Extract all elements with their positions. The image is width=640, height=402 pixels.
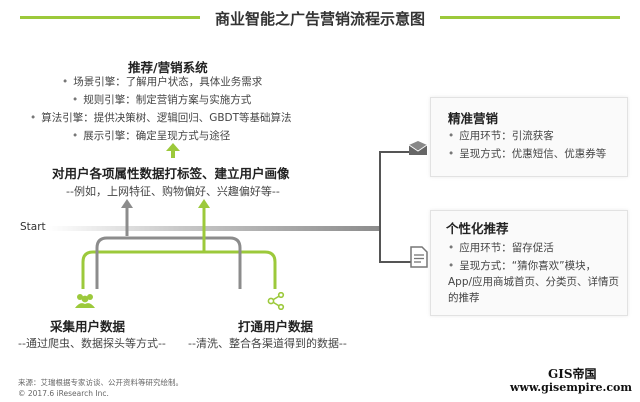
- recommend-item-3: 算法引擎：提供决策树、逻辑回归、GBDT等基础算法: [30, 110, 291, 125]
- collect-subtitle: --通过爬虫、数据探头等方式--: [18, 337, 166, 350]
- recommend-item-4: 展示引擎：确定呈现方式与途径: [72, 128, 230, 143]
- personal-item-2: •呈现方式：“猜你喜欢”模块，App/应用商城首页、分类页、详情页的推荐: [448, 260, 620, 304]
- recommend-system-title: 推荐/营销系统: [128, 60, 208, 75]
- green-loop: [81, 250, 277, 289]
- precise-item-2: •呈现方式：优惠短信、优惠券等: [448, 148, 607, 160]
- footer-source: 来源：艾瑞根据专家访谈、公开资料等研究绘制。: [18, 378, 183, 387]
- tag-link-left-arrow: [121, 199, 133, 208]
- personal-title: 个性化推荐: [446, 221, 509, 236]
- connect-subtitle: --清洗、整合各渠道得到的数据--: [188, 337, 347, 350]
- watermark-logo: GIS帝国: [548, 367, 597, 381]
- envelope-icon: [408, 141, 428, 156]
- precise-title: 精准营销: [448, 111, 499, 126]
- personal-item-1: •应用环节：留存促活: [448, 242, 554, 254]
- gray-loop: [95, 236, 242, 289]
- precise-marketing-box: [430, 97, 628, 177]
- precise-item-1: •应用环节：引流获客: [448, 130, 554, 142]
- footer-copyright: © 2017.6 iResearch Inc.: [18, 389, 109, 398]
- people-icon: [74, 293, 96, 309]
- personal-recommend-box: [430, 210, 628, 316]
- branch-bracket: [379, 151, 413, 263]
- page-title: 商业智能之广告营销流程示意图: [214, 10, 425, 28]
- tagging-title: 对用户各项属性数据打标签、建立用户画像: [52, 166, 290, 181]
- up-arrow: [166, 143, 180, 158]
- title-bar-right: [440, 16, 620, 19]
- start-line: [48, 226, 380, 231]
- recommend-item-1: 场景引擎：了解用户状态，具体业务需求: [62, 74, 262, 89]
- start-label: Start: [20, 221, 46, 233]
- recommend-item-2: 规则引擎：制定营销方案与实施方式: [72, 92, 251, 107]
- connect-title: 打通用户数据: [238, 319, 314, 334]
- tagging-subtitle: --例如，上网特征、购物偏好、兴趣偏好等--: [66, 185, 280, 198]
- collect-title: 采集用户数据: [50, 319, 126, 334]
- watermark-url: www.gisempire.com: [510, 381, 632, 394]
- title-bar-left: [20, 16, 200, 19]
- document-icon: [409, 246, 429, 268]
- tag-link-right-arrow: [198, 199, 210, 208]
- share-icon: [267, 291, 285, 311]
